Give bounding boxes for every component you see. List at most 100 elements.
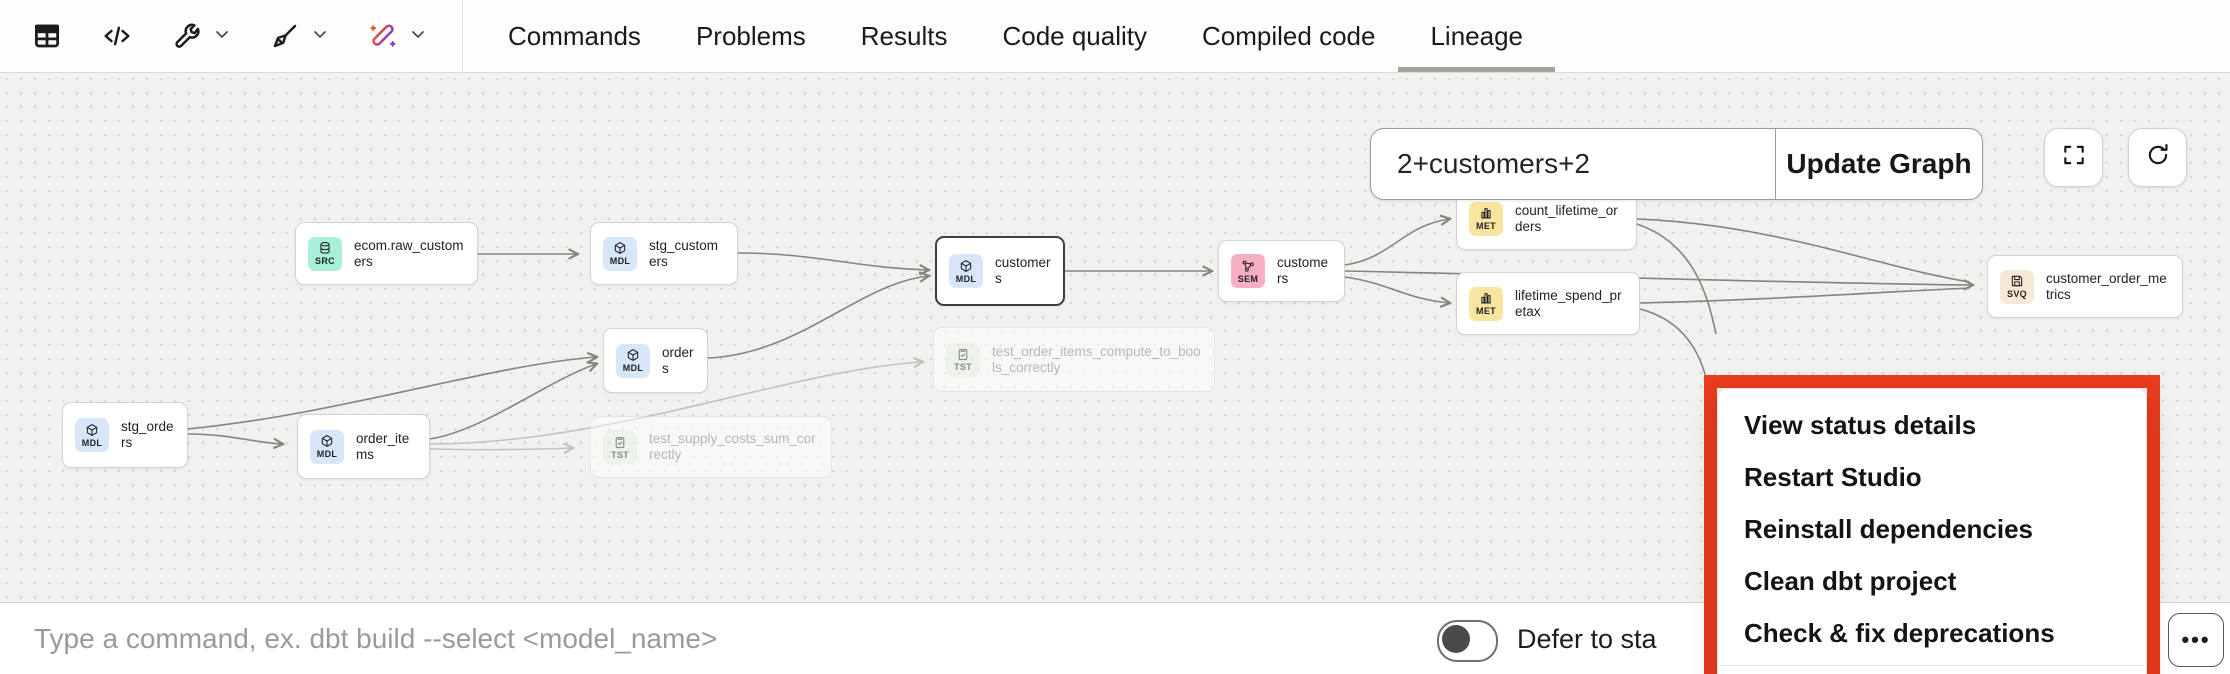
node-label: count_lifetime_orders xyxy=(1515,202,1618,234)
lineage-node-orders[interactable]: MDL orders xyxy=(603,328,708,393)
menu-item-check-fix-deprecations[interactable]: Check & fix deprecations xyxy=(1718,607,2146,659)
node-type-badge: MET xyxy=(1469,201,1503,236)
database-icon xyxy=(318,241,332,255)
lineage-edges xyxy=(187,72,2230,602)
selector-input[interactable]: 2+customers+2 xyxy=(1371,129,1776,199)
lineage-node-ecom-raw-customers[interactable]: SRC ecom.raw_customers xyxy=(295,222,478,285)
node-type-abbr: SVQ xyxy=(2007,289,2027,299)
refresh-icon xyxy=(2145,142,2171,173)
fullscreen-button[interactable] xyxy=(2044,128,2103,187)
tab-bar: Commands Problems Results Code quality Compi… xyxy=(463,0,1555,72)
command-input[interactable]: Type a command, ex. dbt build --select <… xyxy=(34,623,718,654)
table-icon[interactable] xyxy=(30,19,64,53)
chevron-down-icon[interactable] xyxy=(408,24,428,49)
node-type-abbr: MDL xyxy=(955,273,977,284)
node-type-abbr: TST xyxy=(954,362,972,372)
menu-item-label: Restart Studio xyxy=(1744,461,1922,492)
menu-item-label: Check & fix deprecations xyxy=(1744,617,2055,648)
table-tool[interactable] xyxy=(30,19,64,53)
code-icon[interactable] xyxy=(100,19,134,53)
menu-item-label: Reinstall dependencies xyxy=(1744,513,2033,544)
tab-code-quality[interactable]: Code quality xyxy=(1002,20,1148,51)
menu-item-view-status-details[interactable]: View status details xyxy=(1718,399,2146,451)
node-type-badge: SVQ xyxy=(2000,269,2034,304)
node-type-abbr: MET xyxy=(1476,221,1496,231)
defer-toggle[interactable] xyxy=(1437,620,1498,662)
lineage-node-stg-customers[interactable]: MDL stg_customers xyxy=(590,222,738,285)
more-options-button[interactable]: ••• xyxy=(2168,613,2224,667)
wrench-tool[interactable] xyxy=(170,19,232,53)
editor-toolbar xyxy=(0,0,462,72)
tab-problems[interactable]: Problems xyxy=(695,20,806,51)
node-type-abbr: MDL xyxy=(316,449,338,459)
tab-results[interactable]: Results xyxy=(860,20,948,51)
tab-compiled-code[interactable]: Compiled code xyxy=(1202,20,1376,51)
menu-divider xyxy=(1718,665,2146,666)
cube-icon xyxy=(626,348,640,362)
top-bar: Commands Problems Results Code quality Compi… xyxy=(0,0,2230,73)
node-type-abbr: SRC xyxy=(315,256,335,266)
node-label: order_items xyxy=(356,430,410,462)
bar-chart-icon xyxy=(1479,291,1493,305)
lineage-node-stg-orders[interactable]: MDL stg_orders xyxy=(62,402,188,468)
broom-icon[interactable] xyxy=(268,19,302,53)
node-type-badge: MDL xyxy=(949,254,983,288)
update-graph-button[interactable]: Update Graph xyxy=(1786,148,1972,179)
node-type-badge: MDL xyxy=(75,418,109,452)
node-type-badge: TST xyxy=(946,342,980,377)
lineage-node-customers-model[interactable]: MDL customers xyxy=(935,236,1065,306)
menu-item-restart-studio[interactable]: Restart Studio xyxy=(1718,451,2146,503)
chevron-down-icon[interactable] xyxy=(310,24,330,49)
tab-commands[interactable]: Commands xyxy=(508,20,641,51)
magic-wand-icon[interactable] xyxy=(366,19,400,53)
node-type-badge: MET xyxy=(1469,286,1503,321)
menu-item-reinstall-dependencies[interactable]: Reinstall dependencies xyxy=(1718,503,2146,555)
node-type-badge: SEM xyxy=(1231,254,1265,288)
clipboard-check-icon xyxy=(956,347,970,361)
tab-lineage[interactable]: Lineage xyxy=(1398,0,1555,72)
chevron-down-icon[interactable] xyxy=(212,24,232,49)
node-label: test_order_items_compute_to_bools_correc… xyxy=(992,343,1201,375)
semantic-graph-icon xyxy=(1241,259,1255,273)
menu-item-label: Clean dbt project xyxy=(1744,565,1957,596)
node-label: customers xyxy=(995,255,1051,286)
node-type-badge: TST xyxy=(603,430,637,464)
node-label: ecom.raw_customers xyxy=(354,237,464,269)
magic-wand-tool[interactable] xyxy=(366,19,428,53)
node-label: orders xyxy=(662,344,694,376)
wrench-icon[interactable] xyxy=(170,19,204,53)
menu-item-clean-dbt-project[interactable]: Clean dbt project xyxy=(1718,555,2146,607)
expand-icon xyxy=(2061,142,2087,173)
node-label: customers xyxy=(1277,255,1329,286)
cube-icon xyxy=(613,241,627,255)
node-type-abbr: MDL xyxy=(622,363,644,373)
node-type-abbr: MDL xyxy=(609,256,631,266)
node-label: lifetime_spend_pretax xyxy=(1515,287,1622,319)
lineage-node-customers-semantic[interactable]: SEM customers xyxy=(1218,240,1345,302)
lineage-node-customer-order-metrics[interactable]: SVQ customer_order_metrics xyxy=(1987,255,2183,318)
node-type-abbr: SEM xyxy=(1237,273,1259,284)
node-type-badge: MDL xyxy=(616,343,650,378)
bar-chart-icon xyxy=(1479,206,1493,220)
node-type-badge: MDL xyxy=(310,429,344,464)
node-label: stg_orders xyxy=(121,419,174,450)
lineage-node-lifetime-spend-pretax[interactable]: MET lifetime_spend_pretax xyxy=(1456,272,1640,335)
broom-tool[interactable] xyxy=(268,19,330,53)
cube-icon xyxy=(320,434,334,448)
lineage-node-test-order-items-compute-to-bools-correctly[interactable]: TST test_order_items_compute_to_bools_cor… xyxy=(933,327,1215,392)
cube-icon xyxy=(959,259,973,273)
lineage-node-test-supply-costs-sum-correctly[interactable]: TST test_supply_costs_sum_correctly xyxy=(590,416,832,478)
node-label: test_supply_costs_sum_correctly xyxy=(649,431,816,462)
node-label: stg_customers xyxy=(649,237,719,269)
node-type-abbr: MET xyxy=(1476,306,1496,316)
refresh-button[interactable] xyxy=(2128,128,2187,187)
node-label: customer_order_metrics xyxy=(2046,270,2167,302)
lineage-node-order-items[interactable]: MDL order_items xyxy=(297,414,430,479)
code-tool[interactable] xyxy=(100,19,134,53)
defer-label: Defer to sta xyxy=(1517,623,1657,654)
toolbar-divider xyxy=(462,0,463,72)
clipboard-check-icon xyxy=(613,435,627,449)
